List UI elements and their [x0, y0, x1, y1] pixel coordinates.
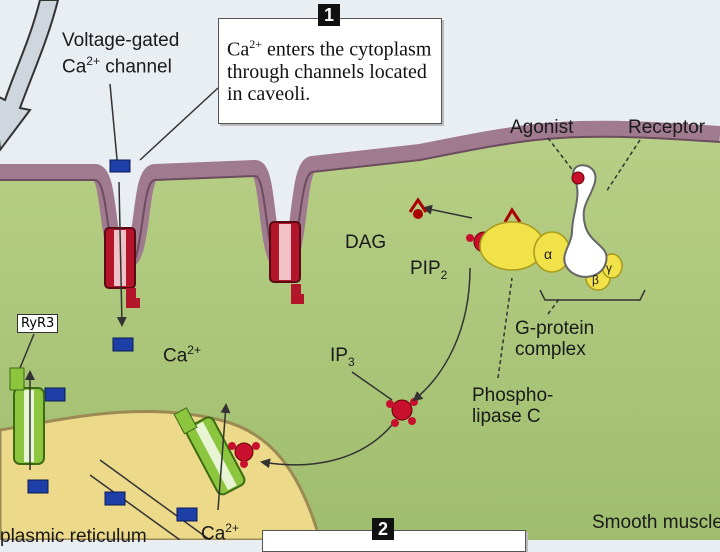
step1-callout-box: Ca2+ enters the cytoplasm through channe… [218, 18, 442, 124]
step1-badge: 1 [318, 4, 340, 26]
ca-sr-label: Ca2+ [201, 518, 239, 544]
step2-callout-box [262, 530, 526, 552]
ip3-bound-molecule [228, 442, 260, 468]
step2-badge: 2 [372, 518, 394, 540]
vgcc-ca-sup: 2+ [86, 54, 100, 68]
ca-entry-arrow [116, 181, 127, 327]
calcium-ion-sr-3 [104, 491, 126, 506]
alpha-label: α [544, 246, 553, 262]
plc-to-dag-arrow [422, 204, 473, 219]
sr-callout-line-1 [99, 459, 211, 540]
sr-callout-line-2 [89, 474, 181, 540]
dag-label: DAG [345, 232, 387, 253]
calcium-ion-sr-1 [44, 387, 66, 402]
ca-sr-sup: 2+ [225, 521, 239, 535]
pip2-label: PIP2 [410, 258, 447, 286]
agonist-molecule [571, 171, 585, 185]
ryr3-channel [9, 367, 45, 470]
step1-callout-line [139, 87, 219, 161]
step1-text: Ca2+ enters the cytoplasm through channe… [227, 33, 431, 105]
vgcc-label: Voltage-gated Ca2+ channel [62, 30, 179, 77]
ip3-to-receptor-arrow [260, 424, 393, 469]
vgcc-ca: Ca [62, 56, 87, 78]
plc-callout-line [497, 277, 513, 379]
calcium-ion-sr-2 [27, 479, 49, 494]
ip3-sub: 3 [347, 354, 355, 369]
beta-label: β [592, 273, 599, 287]
gamma-label: γ [606, 261, 612, 275]
plc-line1: Phospho- [472, 385, 554, 406]
plc-line2: lipase C [472, 406, 541, 427]
smooth-muscle-label: Smooth muscle [592, 512, 720, 533]
sr-partial-label: plasmic reticulum [0, 526, 147, 547]
receptor [563, 164, 608, 278]
gprotein-line1: G-protein [515, 318, 595, 339]
plc-label: Phospho- lipase C [472, 385, 553, 427]
gprotein-line2: complex [515, 339, 586, 360]
ip3-receptor-channel [173, 407, 246, 496]
ip3-free-molecule [386, 398, 418, 427]
step1-ca: Ca [227, 38, 250, 61]
voltage-gated-channel-2 [269, 221, 304, 304]
receptor-label: Receptor [628, 117, 706, 138]
ca-sr-text: Ca [201, 523, 226, 545]
ip3-text: IP [330, 345, 348, 366]
pip2-text: PIP [410, 258, 441, 279]
calcium-ion-cytoplasm [112, 337, 134, 352]
step1-line3: in caveoli. [227, 82, 311, 105]
step1-line1: enters the cytoplasm [262, 38, 432, 61]
entry-arrow [0, 0, 60, 152]
agonist-callout-line [547, 137, 575, 173]
ip3-label: IP3 [330, 345, 355, 373]
vgcc-label-line2: channel [99, 56, 172, 78]
step1-ca-sup: 2+ [249, 37, 262, 51]
ip3-label-line [351, 371, 393, 401]
gprotein-bracket [539, 289, 646, 301]
ip3r-release-arrow [217, 403, 231, 511]
step1-line2: through channels located [227, 60, 427, 83]
ca-cytoplasm-sup: 2+ [187, 343, 201, 357]
gprotein-label: G-protein complex [515, 318, 594, 360]
pip2-sub: 2 [440, 267, 448, 282]
calcium-ion-sr-4 [176, 507, 198, 522]
vgcc-callout-line [109, 83, 119, 171]
vgcc-label-line1: Voltage-gated [62, 30, 180, 51]
plc-to-ip3-arrow [412, 267, 471, 402]
ryr3-callout-line [19, 333, 35, 369]
agonist-label: Agonist [510, 117, 574, 138]
calcium-ion-extracellular [109, 159, 131, 173]
ca-cytoplasm-label: Ca2+ [163, 340, 201, 366]
ryr3-label: RyR3 [17, 314, 59, 333]
ca-cytoplasm-text: Ca [163, 345, 188, 367]
receptor-callout-line [605, 139, 641, 193]
dag-molecule [408, 197, 428, 219]
